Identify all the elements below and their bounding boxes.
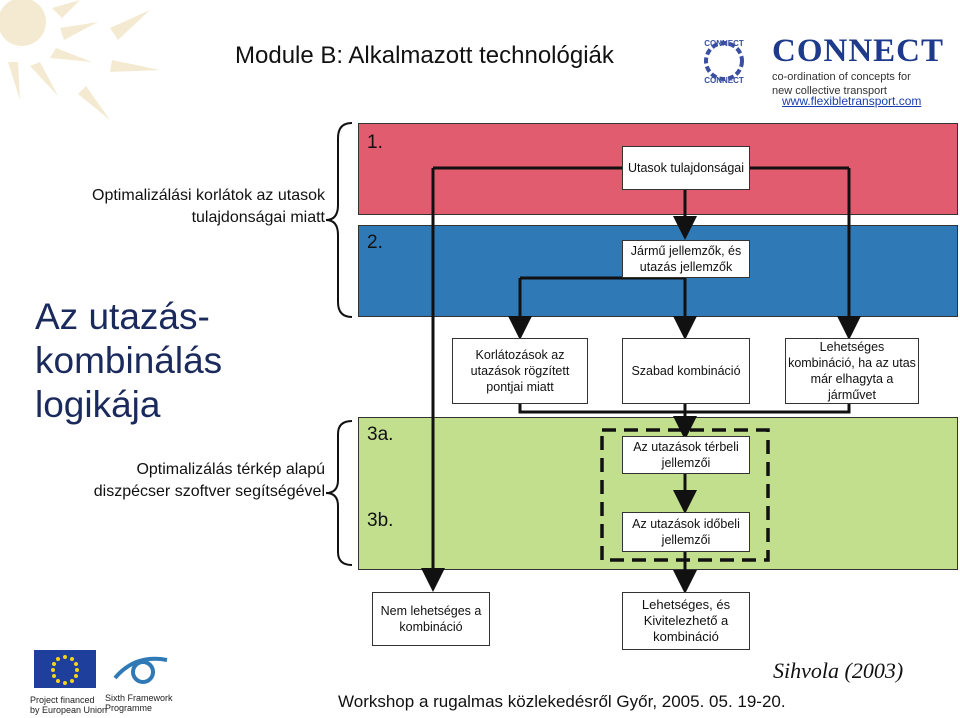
eu-flag-icon bbox=[30, 650, 100, 690]
box-feasible-combination: Lehetséges, és Kivitelezhető a kombináci… bbox=[622, 592, 750, 650]
box-temporal-features: Az utazások időbeli jellemzői bbox=[622, 512, 750, 552]
eu-logo: Project financed by European Union bbox=[30, 650, 107, 715]
eu-caption-2: by European Union bbox=[30, 705, 107, 715]
workshop-footer: Workshop a rugalmas közlekedésről Győr, … bbox=[338, 692, 786, 712]
box-passenger-properties: Utasok tulajdonságai bbox=[622, 146, 750, 190]
box-spatial-features: Az utazások térbeli jellemzői bbox=[622, 436, 750, 474]
box-free-combination: Szabad kombináció bbox=[622, 338, 750, 404]
sixth-caption-1: Sixth Framework bbox=[105, 693, 175, 703]
sixth-framework-logo: Sixth Framework Programme bbox=[105, 652, 175, 713]
sixth-caption-2: Programme bbox=[105, 703, 175, 713]
citation: Sihvola (2003) bbox=[773, 658, 903, 684]
sixth-framework-icon bbox=[105, 652, 175, 688]
box-constraints-fixed-points: Korlátozások az utazások rögzített pontj… bbox=[452, 338, 588, 404]
box-possible-combination: Lehetséges kombináció, ha az utas már el… bbox=[785, 338, 919, 404]
box-impossible-combination: Nem lehetséges a kombináció bbox=[372, 592, 490, 646]
box-vehicle-trip-features: Jármű jellemzők, és utazás jellemzők bbox=[622, 240, 750, 278]
eu-caption-1: Project financed bbox=[30, 695, 107, 705]
